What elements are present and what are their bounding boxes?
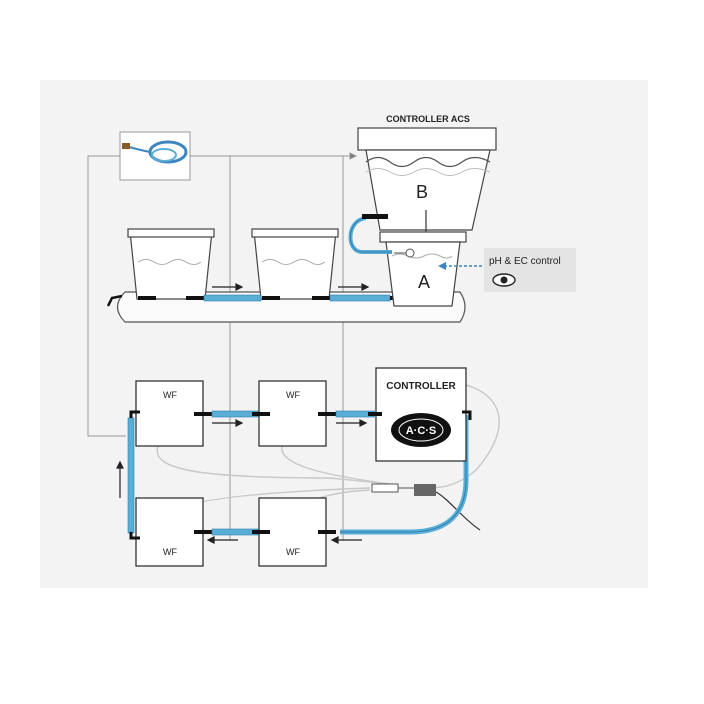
wf-box-4 <box>258 497 327 567</box>
acs-logo-text: A·C·S <box>406 425 437 437</box>
reservoir-a <box>379 231 467 307</box>
reservoir-b <box>357 127 497 231</box>
sensor-arrowhead <box>438 262 446 270</box>
wf-box-3 <box>135 497 204 567</box>
top-pot-1 <box>127 228 215 300</box>
top-pot-2 <box>251 228 339 300</box>
controller-label: CONTROLLER <box>386 381 456 392</box>
eye-icon <box>492 273 516 287</box>
pump-cable-image <box>119 131 191 181</box>
wf-label-3: WF <box>163 547 177 557</box>
wf-box-1 <box>135 380 204 447</box>
top-flow-arrows <box>212 283 370 291</box>
lower-flow-arrows <box>116 419 368 544</box>
wf-label-2: WF <box>286 390 300 400</box>
controller-acs-title: CONTROLLER ACS <box>386 114 470 124</box>
ph-ec-label: pH & EC control <box>489 256 561 267</box>
lower-pipes <box>129 410 472 540</box>
wf-label-4: WF <box>286 547 300 557</box>
wf-label-1: WF <box>163 390 177 400</box>
routing-lines <box>87 152 358 540</box>
transfer-hose <box>348 214 392 254</box>
acs-logo: A·C·S <box>391 413 451 447</box>
wf-box-2 <box>258 380 327 447</box>
reservoir-b-label: B <box>416 182 428 202</box>
reservoir-a-label: A <box>418 272 430 292</box>
